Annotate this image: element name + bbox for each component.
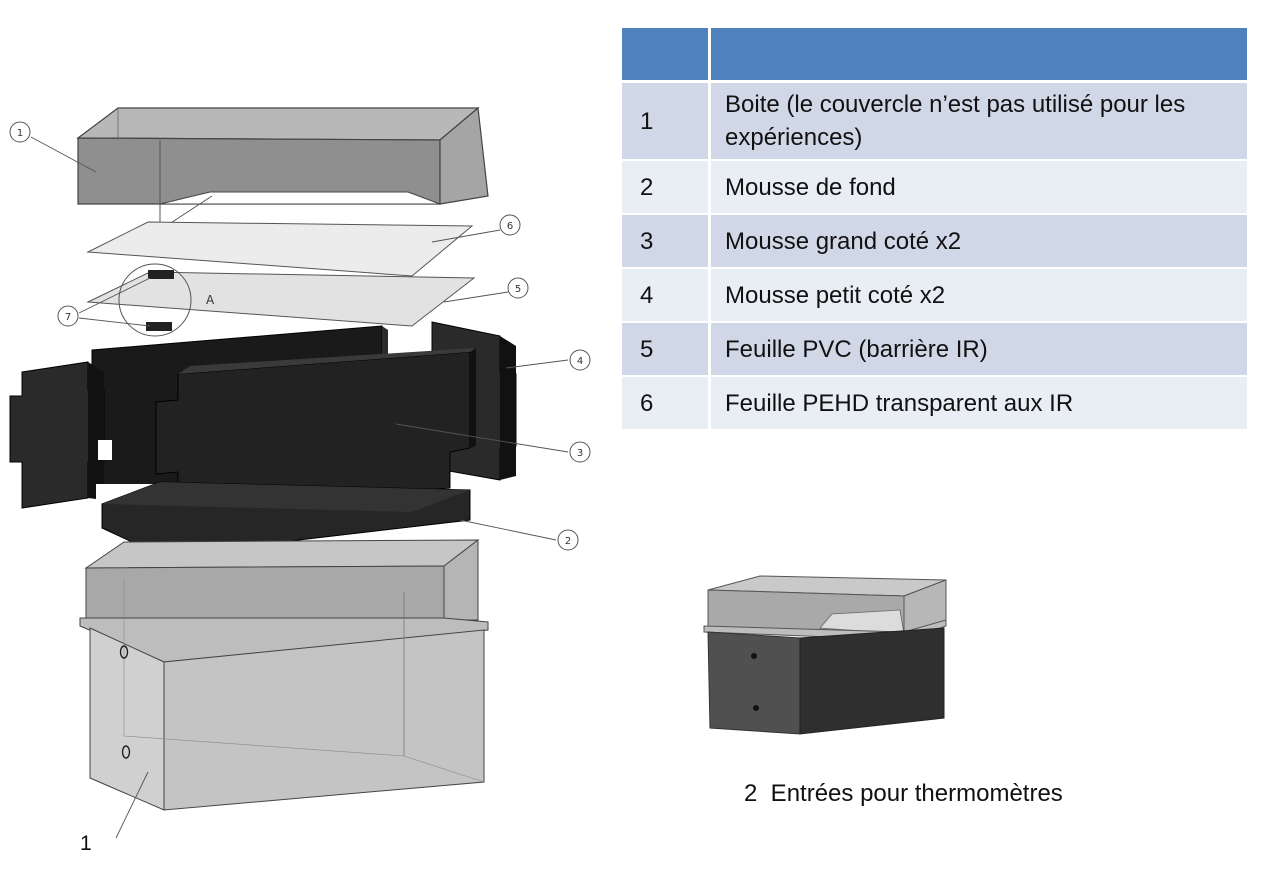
svg-text:4: 4 [577,356,583,367]
bottom-foam [101,481,471,557]
pvc-sheet-part [86,271,476,327]
lid-part [76,106,489,231]
row-label: Mousse de fond [711,161,1247,215]
table-row: 1 Boite (le couvercle n’est pas utilisé … [622,83,1247,161]
row-number: 1 [622,83,711,161]
callout-2: 2 [557,529,579,551]
svg-text:3: 3 [577,448,583,459]
callout-1-lid: 1 [9,121,31,143]
table-row: 2 Mousse de fond [622,161,1247,215]
callout-4: 4 [569,349,591,371]
row-number: 2 [622,161,711,215]
long-side-foam-front [155,348,476,511]
exploded-view-diagram: 1 6 5 7 A 4 3 2 [9,106,591,839]
svg-text:5: 5 [515,284,521,295]
table-header-row [622,28,1247,83]
row-label: Mousse petit coté x2 [711,269,1247,323]
svg-text:7: 7 [65,312,71,323]
row-number: 6 [622,377,711,431]
table-row: 4 Mousse petit coté x2 [622,269,1247,323]
thermometer-entries-caption: 2 Entrées pour thermomètres [744,780,1063,807]
table-row: 6 Feuille PEHD transparent aux IR [622,377,1247,431]
svg-text:2: 2 [565,536,571,547]
row-label: Boite (le couvercle n’est pas utilisé po… [711,83,1247,161]
row-number: 4 [622,269,711,323]
connector-bottom [146,322,172,331]
detail-label-a: A [206,293,215,307]
parts-table: 1 Boite (le couvercle n’est pas utilisé … [622,28,1247,431]
callout-5: 5 [507,277,529,299]
table-row: 3 Mousse grand coté x2 [622,215,1247,269]
callout-3: 3 [569,441,591,463]
row-label: Feuille PVC (barrière IR) [711,323,1247,377]
row-label: Mousse grand coté x2 [711,215,1247,269]
connector-top [148,270,174,279]
callout-6: 6 [499,214,521,236]
detail-circle [118,263,192,337]
header-cell-number [622,28,711,83]
table-row: 5 Feuille PVC (barrière IR) [622,323,1247,377]
assembled-box-illustration [703,575,947,735]
svg-text:1: 1 [17,128,23,139]
pehd-sheet-part [86,221,474,277]
box-part [79,538,489,811]
row-label: Feuille PEHD transparent aux IR [711,377,1247,431]
row-number: 5 [622,323,711,377]
callout-7: 7 [57,305,79,327]
short-side-foam-left [9,361,180,509]
svg-text:6: 6 [507,221,513,232]
header-cell-label [711,28,1247,83]
box-part-label: 1 [80,832,92,855]
row-number: 3 [622,215,711,269]
